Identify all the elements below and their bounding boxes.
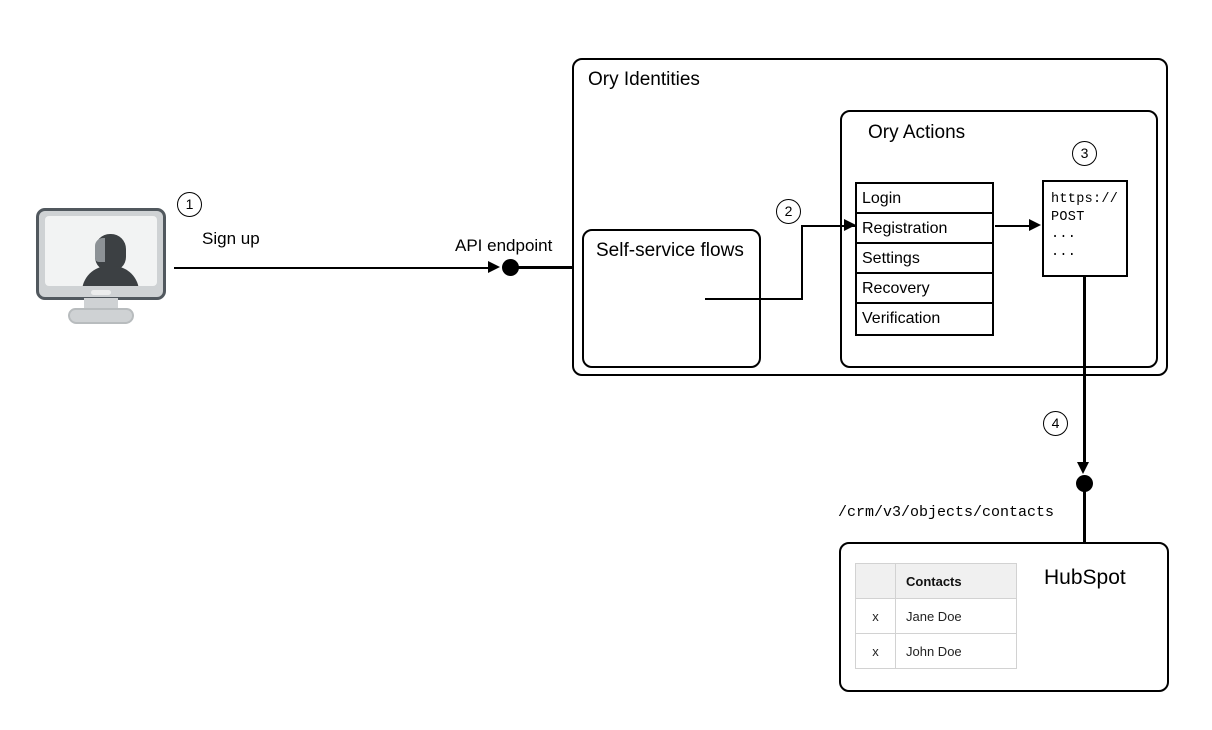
monitor-base [68,308,134,324]
flow-item-settings[interactable]: Settings [857,244,992,274]
avatar-clip [45,216,157,286]
webhook-line-url: https:// [1051,192,1119,207]
contacts-table-head: Contacts [855,563,1017,599]
webhook-line-ellipsis-2: ... [1051,244,1077,260]
step-badge-4: 4 [1043,411,1068,436]
contact-name-cell: Jane Doe [895,598,1017,634]
flow-item-verification[interactable]: Verification [857,304,992,334]
contacts-table-header-row: Contacts [855,563,1017,599]
self-service-flow-list: Login Registration Settings Recovery Ver… [855,182,994,336]
hubspot-endpoint-path: /crm/v3/objects/contacts [838,504,1055,521]
selfservice-to-registration-segment-2 [801,225,803,300]
selfservice-to-registration-segment-1 [705,298,803,300]
webhook-to-hubspot-line [1083,277,1086,465]
hubspot-endpoint-stub [1083,484,1086,544]
flow-item-registration[interactable]: Registration [857,214,992,244]
ory-identities-title: Ory Identities [588,69,700,90]
signup-arrow-line [174,267,490,269]
flow-item-login[interactable]: Login [857,184,992,214]
webhook-arrow-head [1029,219,1041,231]
contacts-table-body: x Jane Doe x John Doe [855,598,1017,669]
self-service-flows-title: Self-service flows [596,240,744,261]
ory-actions-title: Ory Actions [868,122,966,143]
hubspot-endpoint-dot [1076,475,1093,492]
contact-select-cell[interactable]: x [855,598,896,634]
hubspot-title: HubSpot [1044,566,1126,589]
sign-up-label: Sign up [202,229,260,248]
table-row[interactable]: x John Doe [855,633,1017,669]
avatar-body [82,266,139,286]
monitor-indicator [91,290,111,295]
selfservice-to-registration-segment-3 [801,225,855,227]
monitor-user-icon [36,208,166,324]
step-badge-1: 1 [177,192,202,217]
registration-arrow-head [844,219,856,231]
contact-name-cell: John Doe [895,633,1017,669]
hubspot-arrow-head [1077,462,1089,474]
contacts-header-contacts: Contacts [895,563,1017,599]
avatar-head-highlight [95,238,105,262]
contact-select-cell[interactable]: x [855,633,896,669]
api-endpoint-dot [502,259,519,276]
registration-to-webhook-line [995,225,1029,227]
signup-arrow-head [488,261,500,273]
webhook-line-ellipsis-1: ... [1051,227,1077,242]
api-endpoint-stub [511,266,574,269]
webhook-request-box: https:// POST ... ... [1042,180,1128,277]
webhook-line-method: POST [1051,209,1085,225]
step-badge-3: 3 [1072,141,1097,166]
contacts-header-select [855,563,896,599]
table-row[interactable]: x Jane Doe [855,598,1017,634]
flow-item-recovery[interactable]: Recovery [857,274,992,304]
contacts-table: Contacts x Jane Doe x John Doe [855,563,1017,669]
step-badge-2: 2 [776,199,801,224]
api-endpoint-label: API endpoint [455,236,553,255]
